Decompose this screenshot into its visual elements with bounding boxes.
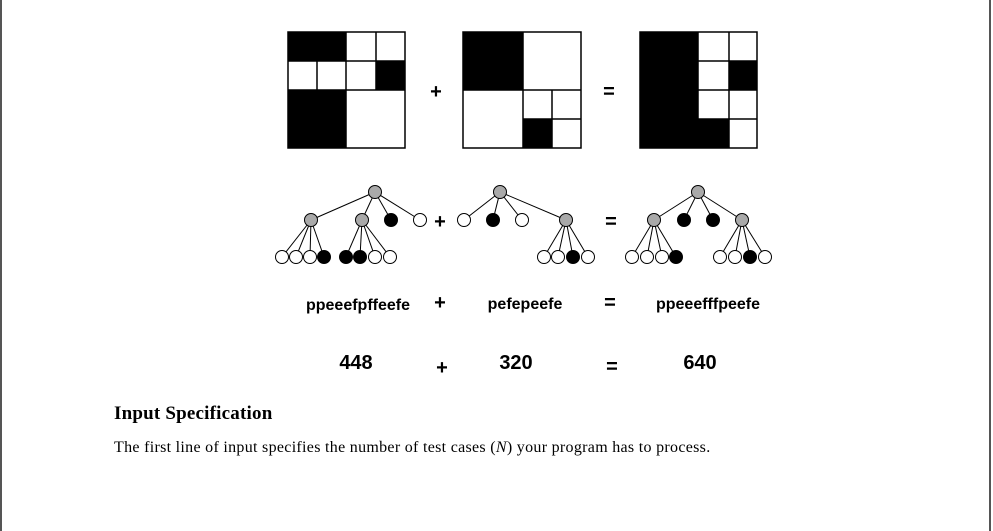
paragraph-text-start: The first line of input specifies the nu… (114, 439, 496, 456)
equals-sign: = (604, 292, 616, 314)
preorder-string-3: ppeeefffpeefe (656, 296, 760, 313)
quadtree-tree-3 (625, 185, 772, 264)
quadtree-tree-1 (275, 185, 427, 264)
pixel-count-1: 448 (339, 352, 372, 374)
variable-n: N (495, 439, 507, 456)
pixel-count-3: 640 (683, 352, 716, 374)
plus-sign: + (434, 292, 446, 314)
quadtree-tree-2 (457, 185, 595, 264)
preorder-string-1: ppeeefpffeefe (306, 297, 410, 314)
pixel-count-2: 320 (499, 352, 532, 374)
quadtree-image-1 (287, 31, 406, 149)
section-heading: Input Specification (114, 403, 273, 424)
equals-sign: = (605, 211, 617, 233)
equals-sign: = (606, 356, 618, 378)
plus-sign: + (434, 211, 446, 233)
plus-sign: + (436, 357, 448, 379)
plus-sign: + (430, 81, 442, 103)
quadtree-image-3 (639, 31, 758, 149)
preorder-string-2: pefepeefe (488, 296, 563, 313)
section-paragraph: The first line of input specifies the nu… (114, 439, 711, 457)
quadtree-figure: + = (275, 31, 772, 379)
paragraph-text-end: ) your program has to process. (506, 439, 711, 456)
quadtree-image-2 (462, 31, 582, 149)
equals-sign: = (603, 81, 615, 103)
